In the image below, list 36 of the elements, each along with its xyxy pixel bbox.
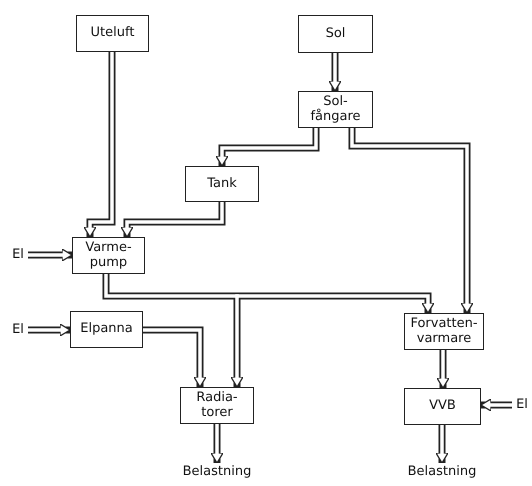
arrow bbox=[28, 248, 73, 262]
box-label: Sol bbox=[326, 26, 346, 42]
process-box bbox=[404, 388, 481, 425]
box-label: Forvatten- varmare bbox=[410, 317, 478, 346]
arrow bbox=[215, 128, 320, 167]
box-label: Uteluft bbox=[90, 26, 134, 41]
arrow bbox=[143, 326, 207, 388]
flow-label: El bbox=[8, 321, 28, 339]
box-label: Varme- pump bbox=[84, 241, 133, 270]
box-label: Sol- fångare bbox=[309, 95, 362, 124]
arrow bbox=[435, 425, 449, 464]
process-box bbox=[185, 166, 259, 202]
process-box bbox=[72, 237, 145, 274]
process-box bbox=[298, 91, 373, 128]
arrow bbox=[237, 292, 435, 314]
process-box bbox=[404, 313, 484, 350]
arrow bbox=[210, 424, 224, 464]
process-box bbox=[180, 387, 254, 424]
arrow bbox=[328, 53, 342, 92]
arrow bbox=[120, 202, 226, 238]
arrow bbox=[28, 323, 71, 337]
flow-label: Belastning bbox=[170, 463, 264, 481]
flow-label: El bbox=[8, 246, 28, 264]
process-box bbox=[70, 311, 143, 348]
box-label: Tank bbox=[207, 176, 237, 192]
flow-label: Belastning bbox=[395, 463, 489, 481]
box-label: Radia- torer bbox=[195, 391, 239, 420]
arrow bbox=[83, 52, 116, 238]
arrow bbox=[348, 128, 474, 314]
box-label: VVB bbox=[429, 399, 456, 414]
arrow bbox=[480, 398, 512, 412]
process-box bbox=[76, 15, 149, 52]
box-label: Elpanna bbox=[80, 322, 133, 337]
flow-label: El bbox=[512, 396, 532, 414]
process-box bbox=[298, 15, 373, 53]
arrow bbox=[436, 350, 450, 389]
